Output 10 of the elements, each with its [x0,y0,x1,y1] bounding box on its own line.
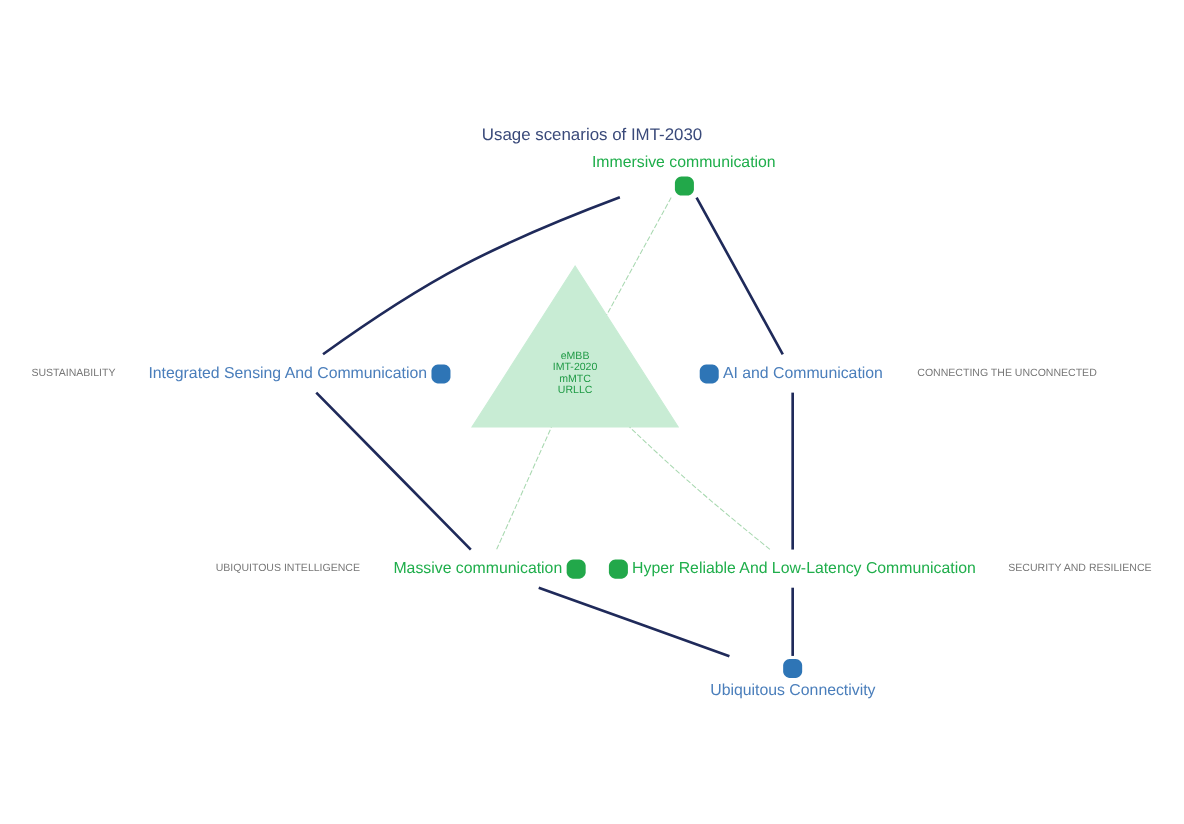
connector [322,195,621,355]
connector [496,425,552,549]
diagram-title: Usage scenarios of IMT-2030 [481,122,703,143]
connector [791,586,794,655]
connector [695,195,784,354]
connector [538,585,730,657]
connector [629,425,771,549]
connector [315,390,472,550]
connector [791,391,794,549]
connector [606,196,672,315]
